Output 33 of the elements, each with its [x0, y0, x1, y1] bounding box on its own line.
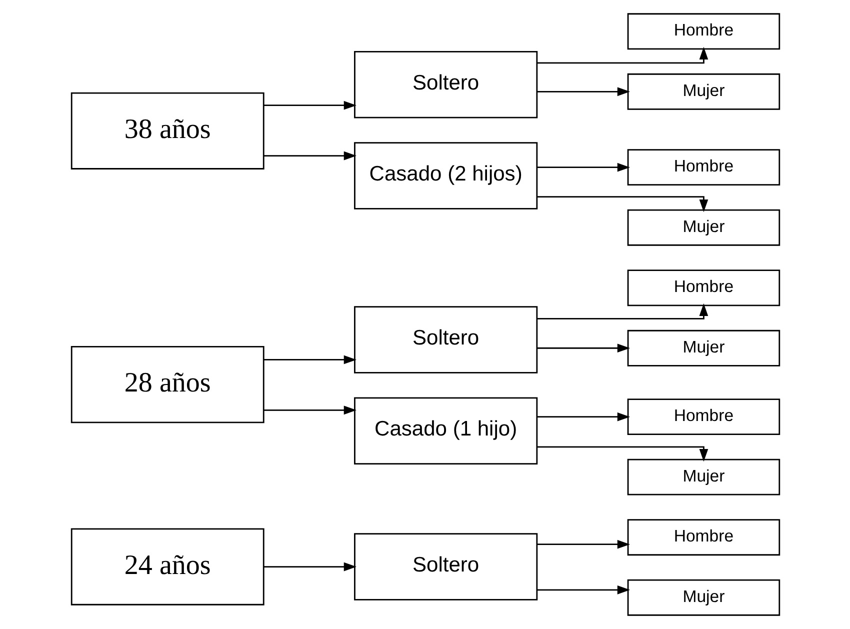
node-box: 24 años — [70, 528, 264, 606]
node-box: Soltero — [354, 306, 538, 374]
node-box: Soltero — [354, 51, 538, 118]
arrow — [536, 446, 708, 462]
node-box: Hombre — [626, 149, 780, 186]
node-box: 28 años — [70, 346, 264, 424]
node-box: Mujer — [626, 330, 780, 366]
node-box: Mujer — [626, 458, 780, 496]
arrow — [536, 344, 630, 353]
node-box: Mujer — [626, 73, 780, 110]
node-box: Mujer — [626, 209, 780, 246]
node-box: Soltero — [354, 533, 538, 600]
node-box: Casado (2 hijos) — [354, 142, 538, 210]
node-box: Casado (1 hijo) — [354, 397, 538, 464]
node-box: Hombre — [626, 398, 780, 436]
arrow — [536, 46, 708, 64]
arrow — [536, 87, 630, 96]
arrow — [263, 151, 356, 160]
arrow — [263, 406, 356, 415]
arrow — [536, 412, 630, 422]
node-box: 38 años — [70, 92, 264, 170]
arrow — [263, 100, 356, 110]
node-box: Hombre — [626, 270, 780, 306]
arrow — [536, 540, 630, 549]
arrow — [536, 162, 630, 172]
node-box: Hombre — [626, 13, 780, 50]
arrow — [536, 585, 630, 594]
arrow — [263, 562, 356, 572]
arrow — [536, 303, 708, 320]
arrow — [263, 355, 356, 364]
node-box: Hombre — [626, 519, 780, 556]
arrow — [536, 196, 708, 212]
node-box: Mujer — [626, 579, 780, 616]
